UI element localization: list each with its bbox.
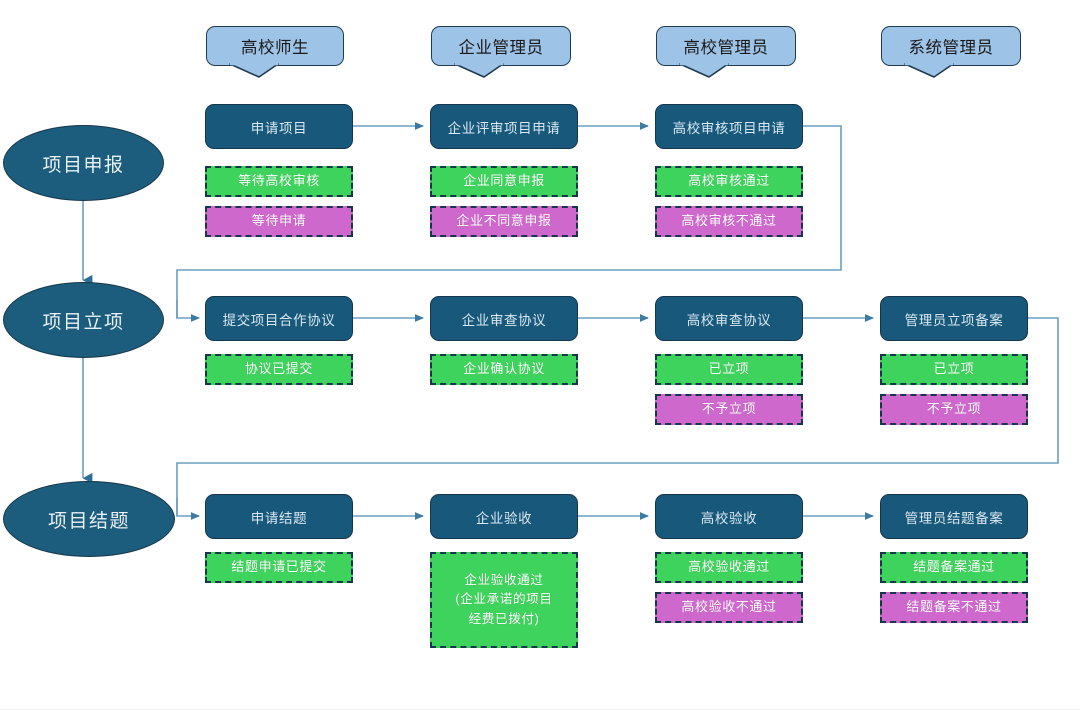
status-chip-r2c1-0[interactable]: 协议已提交 bbox=[205, 354, 353, 385]
step-box-r3c2[interactable]: 企业验收 bbox=[430, 494, 578, 539]
step-box-r2c3[interactable]: 高校审查协议 bbox=[655, 296, 803, 341]
status-chip-r2c2-0[interactable]: 企业确认协议 bbox=[430, 354, 578, 385]
step-label: 申请结题 bbox=[250, 510, 308, 526]
phase-label: 项目立项 bbox=[42, 311, 125, 333]
role-bubble-1[interactable]: 企业管理员 bbox=[431, 26, 571, 78]
status-chip-r2c4-0[interactable]: 已立项 bbox=[880, 354, 1028, 385]
status-label: 已立项 bbox=[708, 361, 750, 377]
step-box-r2c4[interactable]: 管理员立项备案 bbox=[880, 296, 1028, 341]
status-chip-r1c3-1[interactable]: 高校审核不通过 bbox=[655, 206, 803, 237]
speech-bubble-icon bbox=[229, 62, 279, 78]
status-label: 高校审核通过 bbox=[688, 173, 770, 189]
status-label: 协议已提交 bbox=[244, 361, 313, 377]
role-bubble-0[interactable]: 高校师生 bbox=[206, 26, 344, 78]
status-chip-r2c4-1[interactable]: 不予立项 bbox=[880, 394, 1028, 425]
status-label: 企业确认协议 bbox=[463, 361, 545, 377]
step-label: 申请项目 bbox=[250, 120, 308, 136]
status-chip-r2c3-1[interactable]: 不予立项 bbox=[655, 394, 803, 425]
phase-label: 项目结题 bbox=[47, 510, 130, 532]
step-box-r3c4[interactable]: 管理员结题备案 bbox=[880, 494, 1028, 539]
step-box-r2c1[interactable]: 提交项目合作协议 bbox=[205, 296, 353, 341]
status-chip-r3c3-1[interactable]: 高校验收不通过 bbox=[655, 592, 803, 623]
step-label: 提交项目合作协议 bbox=[222, 312, 336, 328]
step-label: 高校审核项目申请 bbox=[672, 120, 786, 136]
phase-ellipse-2[interactable]: 项目结题 bbox=[3, 481, 175, 557]
status-label: 已立项 bbox=[933, 361, 975, 377]
status-chip-r2c3-0[interactable]: 已立项 bbox=[655, 354, 803, 385]
connector-r3-entry-arrow bbox=[176, 498, 200, 520]
status-label: 企业验收通过 (企业承诺的项目 经费已拨付) bbox=[455, 572, 553, 626]
step-box-r1c1[interactable]: 申请项目 bbox=[205, 104, 353, 149]
step-label: 高校验收 bbox=[700, 510, 758, 526]
status-label: 等待申请 bbox=[251, 213, 307, 229]
step-label: 企业验收 bbox=[475, 510, 533, 526]
role-label: 企业管理员 bbox=[458, 39, 544, 57]
status-label: 高校验收不通过 bbox=[681, 599, 777, 615]
status-label: 结题备案通过 bbox=[913, 559, 995, 575]
status-chip-r1c2-0[interactable]: 企业同意申报 bbox=[430, 166, 578, 197]
speech-bubble-icon bbox=[454, 62, 504, 78]
status-chip-r3c1-0[interactable]: 结题申请已提交 bbox=[205, 552, 353, 583]
status-chip-r3c2-0[interactable]: 企业验收通过 (企业承诺的项目 经费已拨付) bbox=[430, 552, 578, 648]
status-chip-r3c4-0[interactable]: 结题备案通过 bbox=[880, 552, 1028, 583]
status-chip-r1c1-0[interactable]: 等待高校审核 bbox=[205, 166, 353, 197]
role-bubble-2[interactable]: 高校管理员 bbox=[656, 26, 796, 78]
phase-ellipse-0[interactable]: 项目申报 bbox=[3, 125, 164, 201]
step-box-r1c2[interactable]: 企业评审项目申请 bbox=[430, 104, 578, 149]
status-chip-r1c2-1[interactable]: 企业不同意申报 bbox=[430, 206, 578, 237]
role-label: 高校管理员 bbox=[683, 39, 769, 57]
status-chip-r1c3-0[interactable]: 高校审核通过 bbox=[655, 166, 803, 197]
step-label: 管理员立项备案 bbox=[904, 312, 1004, 328]
status-chip-r1c1-1[interactable]: 等待申请 bbox=[205, 206, 353, 237]
speech-bubble-icon bbox=[904, 62, 954, 78]
role-bubble-3[interactable]: 系统管理员 bbox=[881, 26, 1021, 78]
speech-bubble-icon bbox=[679, 62, 729, 78]
step-box-r3c3[interactable]: 高校验收 bbox=[655, 494, 803, 539]
status-label: 等待高校审核 bbox=[238, 173, 320, 189]
status-chip-r3c4-1[interactable]: 结题备案不通过 bbox=[880, 592, 1028, 623]
role-label: 高校师生 bbox=[241, 39, 309, 57]
connector-r2-entry-arrow bbox=[176, 300, 200, 322]
phase-ellipse-1[interactable]: 项目立项 bbox=[3, 282, 164, 358]
step-label: 管理员结题备案 bbox=[904, 510, 1004, 526]
step-label: 高校审查协议 bbox=[686, 312, 772, 328]
step-label: 企业审查协议 bbox=[461, 312, 547, 328]
role-label: 系统管理员 bbox=[908, 39, 994, 57]
status-label: 结题备案不通过 bbox=[906, 599, 1002, 615]
status-label: 企业不同意申报 bbox=[456, 213, 552, 229]
status-label: 不予立项 bbox=[701, 401, 757, 417]
status-label: 企业同意申报 bbox=[463, 173, 545, 189]
step-box-r2c2[interactable]: 企业审查协议 bbox=[430, 296, 578, 341]
phase-label: 项目申报 bbox=[42, 154, 125, 176]
step-box-r1c3[interactable]: 高校审核项目申请 bbox=[655, 104, 803, 149]
status-chip-r3c3-0[interactable]: 高校验收通过 bbox=[655, 552, 803, 583]
status-label: 不予立项 bbox=[926, 401, 982, 417]
status-label: 高校验收通过 bbox=[688, 559, 770, 575]
step-box-r3c1[interactable]: 申请结题 bbox=[205, 494, 353, 539]
step-label: 企业评审项目申请 bbox=[447, 120, 561, 136]
status-label: 结题申请已提交 bbox=[231, 559, 327, 575]
status-label: 高校审核不通过 bbox=[681, 213, 777, 229]
